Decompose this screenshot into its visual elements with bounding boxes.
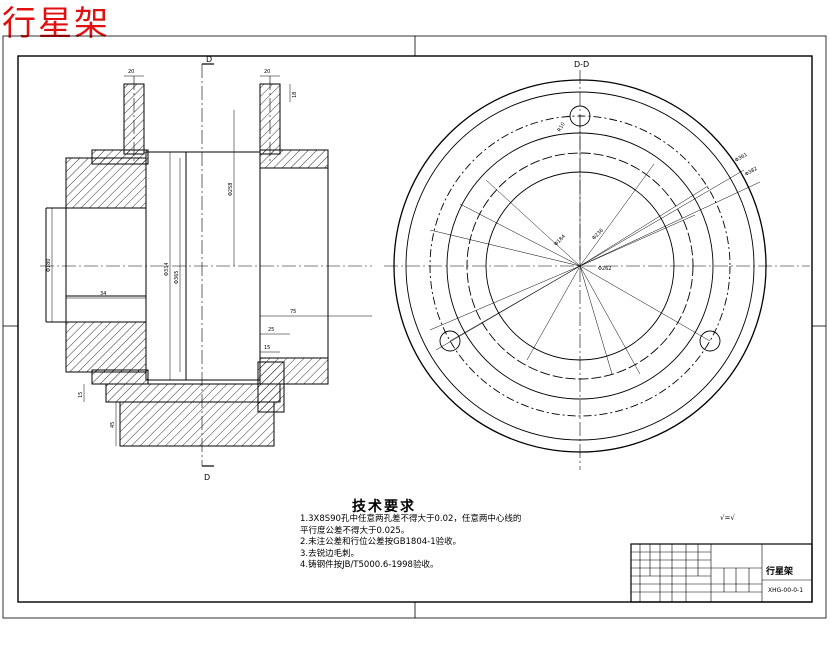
tech-note-2: 平行度公差不得大于0.025。 xyxy=(300,525,410,536)
view-label: D-D xyxy=(574,60,589,69)
svg-text:Φ365: Φ365 xyxy=(174,271,180,284)
svg-text:Φ334: Φ334 xyxy=(164,263,170,276)
section-dimensions xyxy=(51,75,372,446)
svg-text:20: 20 xyxy=(264,69,270,75)
section-outlines xyxy=(45,151,329,447)
svg-text:Φ382: Φ382 xyxy=(744,166,759,178)
tech-note-3: 2.未注公差和行位公差按GB1804-1验收。 xyxy=(300,537,462,547)
section-label-bottom: D xyxy=(204,473,210,482)
section-view: 20 20 18 Φ258 Φ334 Φ365 Φ180 34 75 25 15… xyxy=(40,63,372,467)
sheet-outer-border xyxy=(2,35,827,619)
svg-text:15: 15 xyxy=(264,345,270,351)
title-block xyxy=(630,543,813,603)
svg-text:Φ361: Φ361 xyxy=(734,152,749,164)
tech-note-4: 3.去锐边毛刺。 xyxy=(300,548,360,559)
svg-text:Φ258: Φ258 xyxy=(228,183,234,196)
section-label-top: D xyxy=(206,55,212,64)
circular-view: R10 Φ361 Φ382 Φ184 Φ236 Φ262 xyxy=(384,70,810,470)
svg-text:20: 20 xyxy=(128,69,134,75)
svg-text:34: 34 xyxy=(100,291,106,297)
svg-text:Φ262: Φ262 xyxy=(598,266,611,272)
technical-requirements-title: 技术要求 xyxy=(352,499,416,515)
section-hatching xyxy=(65,83,329,447)
radial-lines xyxy=(429,116,761,375)
svg-text:18: 18 xyxy=(292,92,298,98)
svg-text:45: 45 xyxy=(110,422,116,428)
roughness-note: √=√ xyxy=(720,514,735,522)
svg-text:15: 15 xyxy=(78,392,84,398)
svg-text:R10: R10 xyxy=(557,121,567,133)
technical-requirements-list: 1.3X8S90孔中任意两孔差不得大于0.02，任意两中心线的 平行度公差不得大… xyxy=(300,514,521,572)
title-block-part-name: 行星架 xyxy=(766,567,794,577)
centering-marks xyxy=(3,36,826,618)
circular-view-centerlines xyxy=(384,70,810,470)
svg-text:25: 25 xyxy=(268,327,274,333)
svg-text:Φ184: Φ184 xyxy=(553,234,567,248)
tech-note-1: 1.3X8S90孔中任意两孔差不得大于0.02，任意两中心线的 xyxy=(300,514,522,524)
title-block-drawing-code: XHG-00-0-1 xyxy=(768,587,804,594)
svg-text:75: 75 xyxy=(290,309,296,315)
tech-note-5: 4.铸钢件按JB/T5000.6-1998验收。 xyxy=(300,560,439,570)
svg-text:Φ180: Φ180 xyxy=(46,259,52,272)
page-title: 行星架 xyxy=(2,4,110,44)
section-centerlines xyxy=(40,64,372,466)
section-dimension-values: 20 20 18 Φ258 Φ334 Φ365 Φ180 34 75 25 15… xyxy=(46,69,298,428)
